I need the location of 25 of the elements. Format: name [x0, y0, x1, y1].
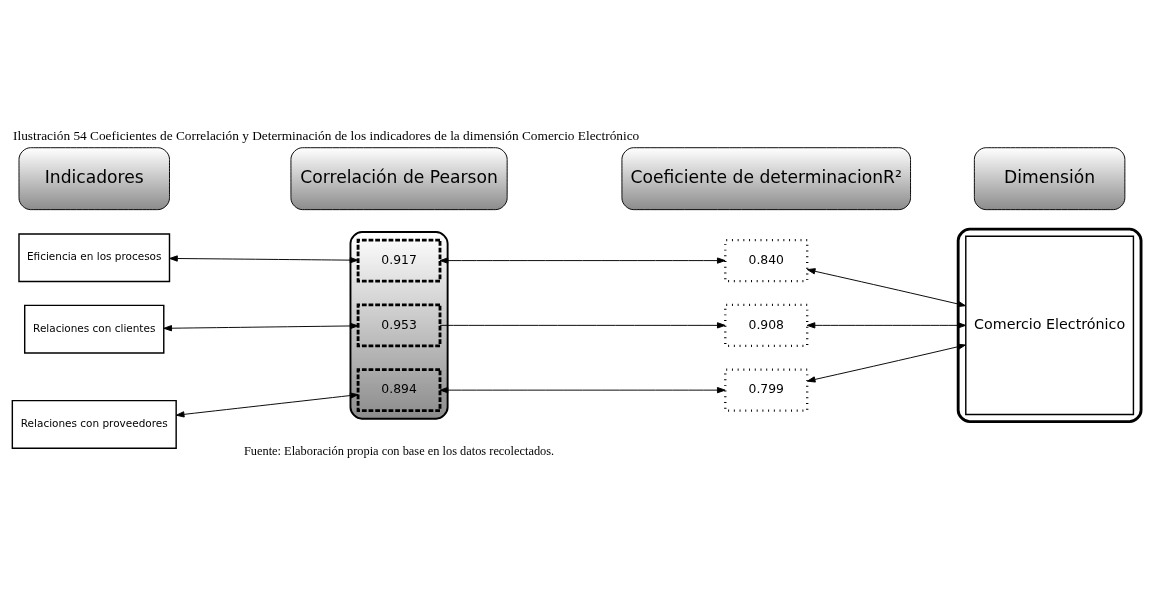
arrow	[439, 256, 726, 264]
node-box: Dimensión	[973, 146, 1126, 210]
node-box: Coeficiente de determinacionR²	[621, 146, 911, 210]
arrow	[163, 322, 359, 331]
arrow	[806, 267, 966, 307]
node-box: Relaciones con proveedores	[11, 399, 177, 449]
arrow	[439, 386, 726, 393]
node-box: 0.894	[356, 367, 442, 412]
node-box: 0.799	[724, 367, 809, 412]
node-box: Correlación de Pearson	[290, 146, 508, 210]
node-box: Relaciones con clientes	[24, 304, 165, 354]
arrow	[439, 321, 726, 328]
node-box: 0.908	[724, 303, 809, 347]
arrow	[169, 254, 359, 263]
node-box: Comercio Electrónico	[965, 235, 1135, 415]
caption: Fuente: Elaboración propia con base en los datos recolectados.	[243, 443, 555, 458]
node-box: 0.953	[356, 302, 442, 347]
diagram-title: Ilustración 54 Coeficientes de Correlación y Determinación de los indicadores de la dimensión Comercio Electrónico	[13, 127, 640, 143]
node-box: Eficiencia en los procesos	[18, 232, 171, 282]
node-box: 0.917	[356, 238, 442, 282]
arrow	[806, 343, 966, 383]
arrow	[806, 321, 967, 328]
node-box: Indicadores	[18, 146, 170, 210]
node-box: 0.840	[724, 238, 809, 282]
arrow	[175, 391, 359, 417]
